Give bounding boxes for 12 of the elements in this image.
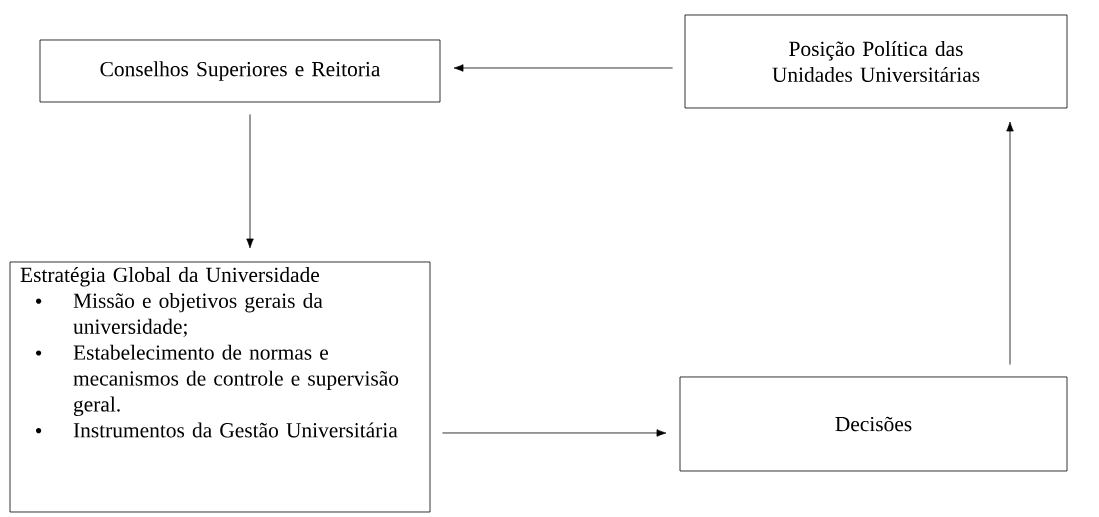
arrow <box>246 114 254 249</box>
text-box <box>9 261 431 513</box>
process-box: Conselhos Superiores e Reitoria <box>39 39 441 103</box>
bullet-item: Estabelecimento de normas e mecanismos de controle e supervisão geral. <box>36 344 399 416</box>
arrow <box>1006 121 1014 365</box>
process-box: Posição Política das Unidades Universitárias <box>684 14 1068 109</box>
bullet-item: Instrumentos da Gestão Universitária <box>36 422 398 438</box>
arrow <box>453 64 673 72</box>
bullet-item: Missão e objetivos gerais da universidade; <box>36 292 323 337</box>
arrow <box>442 429 667 437</box>
box-heading: Estratégia Global da Universidade <box>20 267 320 287</box>
process-box: Decisões <box>679 376 1068 472</box>
